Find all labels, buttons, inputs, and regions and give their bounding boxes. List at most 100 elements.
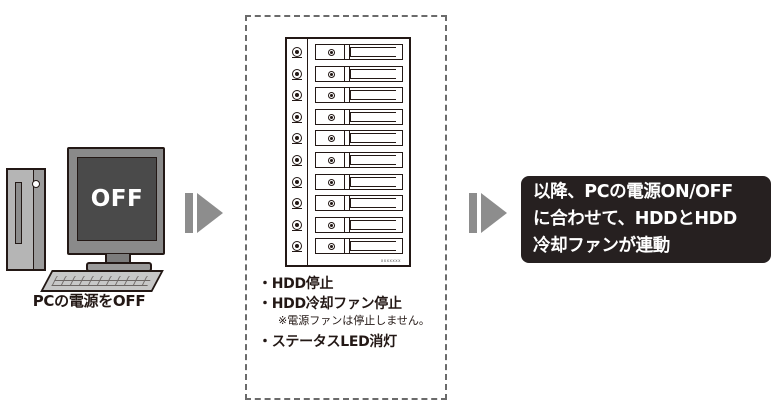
arrow-bar (469, 193, 477, 233)
tray-divider (344, 131, 350, 146)
tray-divider (344, 217, 350, 232)
tray-lock-icon (328, 49, 335, 56)
drive-tray (315, 65, 403, 82)
bay-power-button-icon (292, 155, 302, 165)
status-item-fan-stop: ・HDD冷却ファン停止 (258, 296, 402, 312)
arrow-head (481, 193, 507, 233)
bay-indicator-line (292, 208, 302, 210)
drive-bay (287, 238, 409, 256)
status-note: ※電源ファンは停止しません。 (278, 314, 430, 327)
tower-front-panel (33, 170, 44, 269)
tray-divider (344, 66, 350, 81)
tray-divider (344, 88, 350, 103)
tray-lock-icon (328, 178, 335, 186)
status-item-hdd-stop: ・HDD停止 (258, 276, 334, 292)
bay-power-button-icon (292, 47, 302, 57)
tray-divider (344, 174, 350, 189)
tray-divider (344, 239, 350, 254)
monitor-screen-text: OFF (90, 186, 144, 212)
tray-lock-icon (328, 200, 335, 208)
bay-power-button-icon (292, 133, 302, 144)
pc-caption: PCの電源をOFF (32, 292, 146, 310)
monitor-screen: OFF (77, 157, 157, 241)
drive-tray (315, 238, 403, 255)
tray-divider (344, 153, 350, 167)
tray-lock-icon (328, 135, 335, 143)
status-item-led-off: ・ステータスLED消灯 (258, 334, 397, 350)
result-line: 冷却ファンが連動 (533, 236, 670, 256)
drive-bay (287, 44, 409, 62)
drive-tray (315, 195, 403, 212)
tray-lock-icon (328, 113, 335, 121)
bay-indicator-line (292, 143, 302, 145)
bay-indicator-line (292, 100, 302, 102)
tray-lock-icon (328, 70, 335, 78)
tray-handle (350, 133, 396, 144)
drive-tray (315, 108, 403, 125)
bay-indicator-line (292, 78, 302, 80)
hdd-enclosure-illustration: xxxxxxx (285, 37, 411, 267)
drive-tray (315, 87, 403, 104)
monitor-neck (105, 254, 131, 264)
bay-indicator-line (292, 121, 302, 123)
result-line: 以降、PCの電源ON/OFF (533, 182, 733, 202)
bay-power-button-icon (292, 111, 302, 122)
bay-indicator-line (292, 186, 302, 188)
bay-power-button-icon (292, 219, 302, 230)
bay-indicator-line (292, 57, 302, 58)
drive-bay (287, 108, 409, 127)
tray-handle (350, 47, 396, 57)
drive-tray (315, 130, 403, 147)
bay-indicator-line (292, 251, 302, 253)
tray-lock-icon (328, 243, 335, 251)
tray-handle (350, 198, 396, 209)
tray-lock-icon (328, 221, 335, 229)
drive-tray (315, 44, 403, 60)
pc-monitor-illustration: OFF (67, 147, 165, 255)
tray-handle (350, 111, 396, 122)
enclosure-brand-text: xxxxxxx (380, 258, 401, 263)
pc-tower-illustration (6, 168, 46, 271)
bay-power-button-icon (292, 198, 302, 209)
bay-power-button-icon (292, 241, 302, 252)
drive-bay (287, 173, 409, 192)
drive-bay (287, 216, 409, 235)
result-line: に合わせて、HDDとHDD (533, 209, 737, 229)
tray-divider (344, 109, 350, 124)
tray-lock-icon (328, 92, 335, 100)
tray-lock-icon (328, 157, 335, 164)
tray-handle (350, 241, 396, 252)
drive-tray (315, 216, 403, 233)
bay-power-button-icon (292, 176, 302, 187)
tray-handle (350, 90, 396, 101)
drive-bay (287, 87, 409, 105)
tray-handle (350, 68, 396, 79)
drive-tray (315, 152, 403, 168)
enclosure-button-column (287, 39, 308, 265)
bay-power-button-icon (292, 90, 302, 101)
bay-indicator-line (292, 229, 302, 231)
drive-bay (287, 65, 409, 84)
drive-tray (315, 173, 403, 190)
arrow-right-icon (185, 188, 235, 238)
tray-divider (344, 196, 350, 211)
arrow-head (197, 193, 223, 233)
drive-bay (287, 130, 409, 148)
arrow-bar (185, 193, 193, 233)
hdd-status-panel (245, 15, 447, 400)
drive-bay (287, 152, 409, 170)
drive-bay (287, 195, 409, 213)
tray-handle (350, 155, 396, 165)
result-box: 以降、PCの電源ON/OFF に合わせて、HDDとHDD 冷却ファンが連動 (521, 176, 771, 263)
status-list: ・HDD停止 ・HDD冷却ファン停止 ※電源ファンは停止しません。 ・ステータス… (258, 274, 448, 352)
keyboard-keys (51, 276, 153, 286)
tray-divider (344, 45, 350, 59)
bay-power-button-icon (292, 68, 302, 79)
tower-drive-slot (15, 182, 22, 244)
keyboard-illustration (40, 270, 164, 292)
tower-power-led (32, 180, 40, 188)
arrow-right-icon (469, 188, 519, 238)
tray-handle (350, 176, 396, 187)
bay-indicator-line (292, 165, 302, 166)
tray-handle (350, 219, 396, 230)
